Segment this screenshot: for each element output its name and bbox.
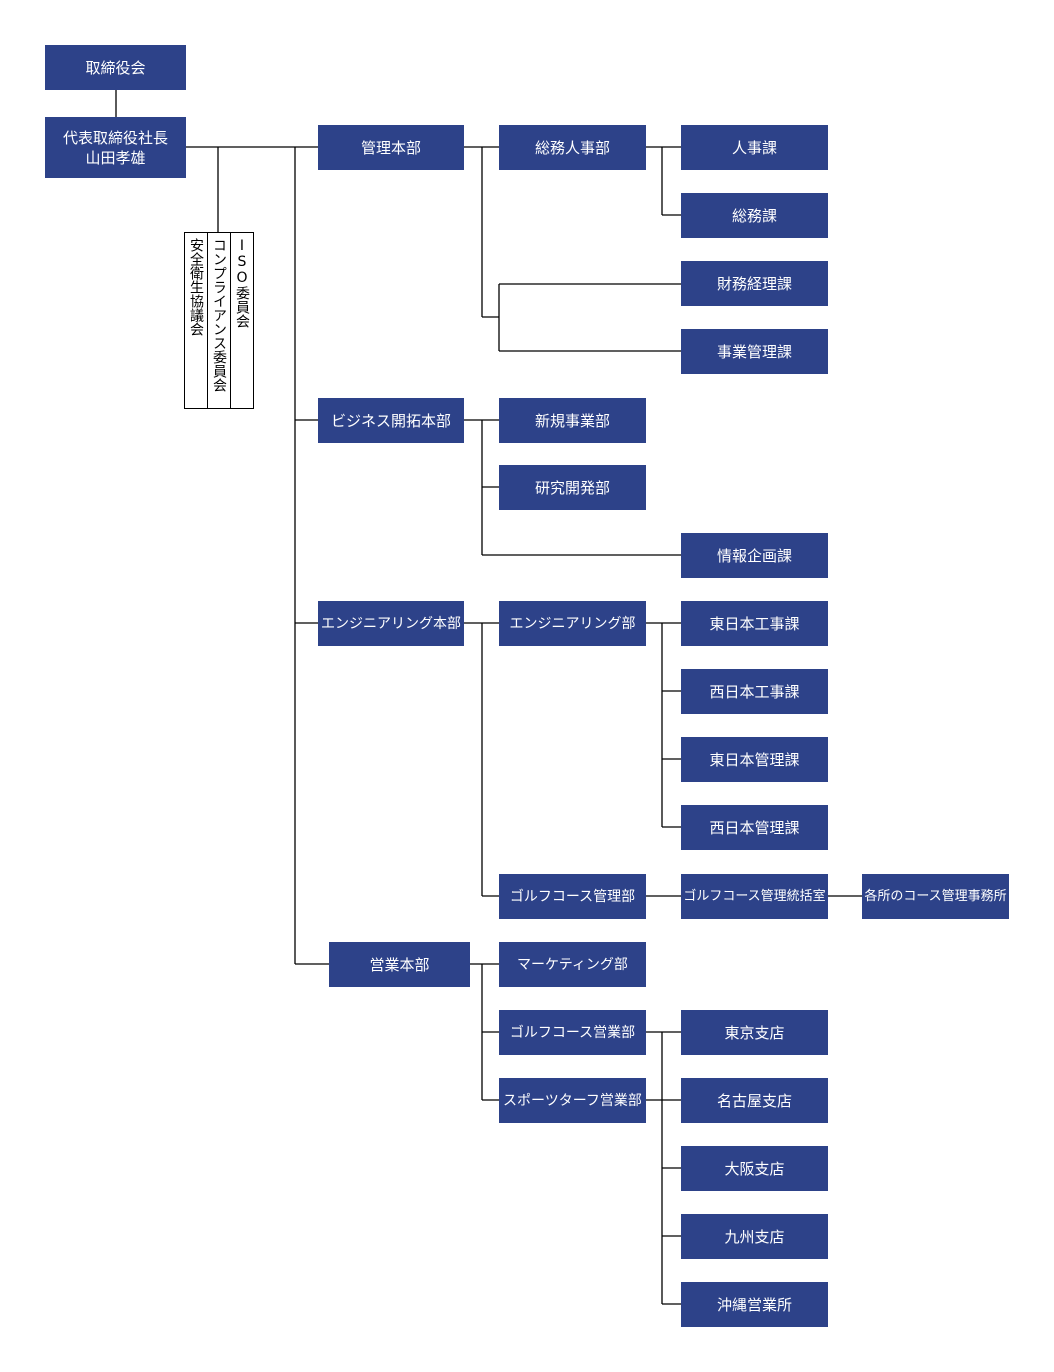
dept-golf-eigyo: ゴルフコース営業部 <box>499 1010 646 1055</box>
dept-engineering: エンジニアリング部 <box>499 601 646 646</box>
dept-shinki: 新規事業部 <box>499 398 646 443</box>
section-tokyo: 東京支店 <box>681 1010 828 1055</box>
section-soumu: 総務課 <box>681 193 828 238</box>
section-nishi-koji: 西日本工事課 <box>681 669 828 714</box>
section-nagoya: 名古屋支店 <box>681 1078 828 1123</box>
section-osaka: 大阪支店 <box>681 1146 828 1191</box>
section-nishi-kanri: 西日本管理課 <box>681 805 828 850</box>
section-golf-tokatsu: ゴルフコース管理統括室 <box>681 874 828 919</box>
committee-safety: 安全衛生協議会 <box>184 232 208 409</box>
division-business: ビジネス開拓本部 <box>318 398 464 443</box>
dept-sports-turf: スポーツターフ営業部 <box>499 1078 646 1123</box>
division-engineering: エンジニアリング本部 <box>318 601 464 646</box>
section-zaimu: 財務経理課 <box>681 261 828 306</box>
section-kyushu: 九州支店 <box>681 1214 828 1259</box>
section-jinji: 人事課 <box>681 125 828 170</box>
committee-iso: ISO委員会 <box>230 232 254 409</box>
ceo-box: 代表取締役社長 山田孝雄 <box>45 117 186 178</box>
division-sales: 営業本部 <box>329 942 470 987</box>
section-okinawa: 沖縄営業所 <box>681 1282 828 1327</box>
section-higashi-koji: 東日本工事課 <box>681 601 828 646</box>
board-box: 取締役会 <box>45 45 186 90</box>
ceo-title: 代表取締役社長 <box>62 128 168 147</box>
dept-kenkyu: 研究開発部 <box>499 465 646 510</box>
section-higashi-kanri: 東日本管理課 <box>681 737 828 782</box>
dept-golf-kanri: ゴルフコース管理部 <box>499 874 646 919</box>
section-joho: 情報企画課 <box>681 533 828 578</box>
division-kanri: 管理本部 <box>318 125 464 170</box>
section-jigyo-kanri: 事業管理課 <box>681 329 828 374</box>
dept-soumu-jinji: 総務人事部 <box>499 125 646 170</box>
committee-compliance: コンプライアンス委員会 <box>207 232 231 409</box>
ceo-name: 山田孝雄 <box>85 148 146 167</box>
dept-marketing: マーケティング部 <box>499 942 646 987</box>
section-course-offices: 各所のコース管理事務所 <box>862 874 1009 919</box>
